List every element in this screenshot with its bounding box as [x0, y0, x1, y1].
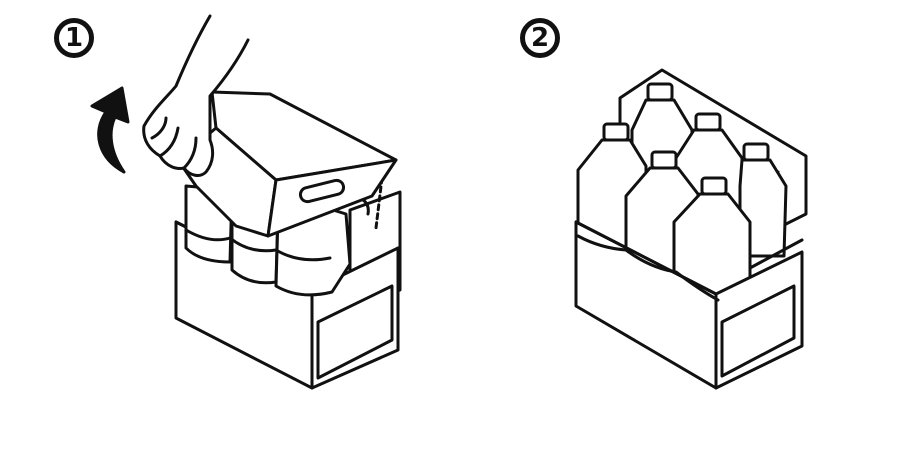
step-2-number: 2 — [530, 23, 550, 53]
bottle-icon — [578, 124, 750, 300]
up-arrow-icon — [92, 88, 128, 172]
box-icon — [576, 222, 802, 388]
step-1-illustration — [0, 0, 450, 452]
step-1-panel: 1 — [0, 0, 450, 452]
step-1-badge: 1 — [54, 18, 94, 58]
hand-icon — [144, 16, 248, 175]
step-2-badge: 2 — [520, 18, 560, 58]
step-2-panel: 2 — [450, 0, 903, 452]
step-2-illustration — [450, 0, 903, 452]
step-1-number: 1 — [64, 23, 84, 53]
